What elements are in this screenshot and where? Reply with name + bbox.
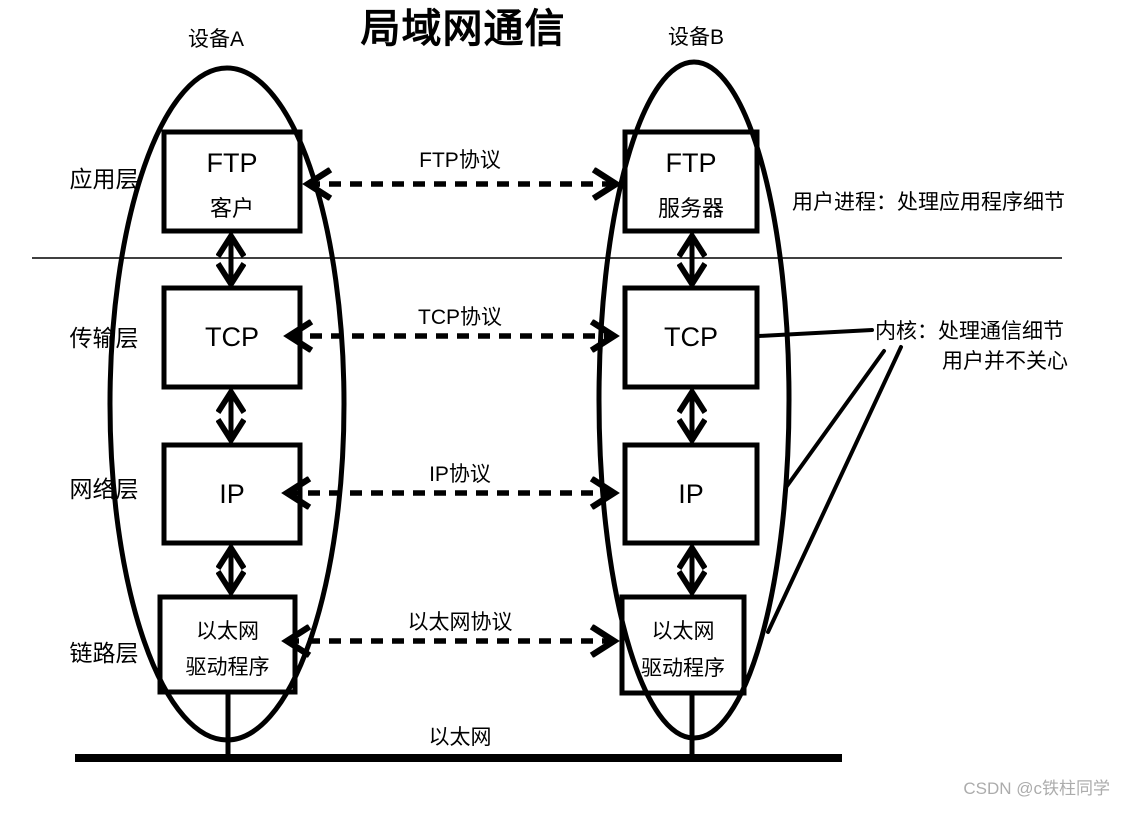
device-a-label: 设备A <box>187 28 244 51</box>
user-process-annotation: 用户进程：处理应用程序细节 <box>792 191 1065 214</box>
device-a-app-line2: 客户 <box>209 196 254 221</box>
kernel-pointer-line-link <box>766 345 903 634</box>
kernel-pointer-line-tcp <box>757 328 874 338</box>
device-b-link-line1: 以太网 <box>651 620 715 643</box>
protocol-label-tcp: TCP协议 <box>418 306 502 329</box>
ethernet-medium-label: 以太网 <box>428 726 492 749</box>
device-b-ftp-server-text: FTP 服务器 <box>625 132 757 231</box>
layer-label-network: 网络层 <box>69 476 139 502</box>
kernel-annotation-line2: 用户并不关心 <box>942 350 1068 373</box>
csdn-watermark: CSDN @c铁柱同学 <box>963 779 1110 798</box>
device-b-ip-text: IP <box>625 445 757 543</box>
device-a-tcp-text: TCP <box>164 288 300 387</box>
device-b-tcp-text: TCP <box>625 288 757 387</box>
protocol-label-ip: IP协议 <box>429 463 491 486</box>
device-a-ip-text: IP <box>164 445 300 543</box>
device-a-ftp-client-text: FTP 客户 <box>164 132 300 231</box>
device-b-ethernet-driver-text: 以太网 驱动程序 <box>622 597 744 693</box>
layer-label-transport: 传输层 <box>69 325 139 351</box>
device-a-link-line1: 以太网 <box>196 620 259 643</box>
layer-label-link: 链路层 <box>69 640 139 666</box>
device-b-ip-label: IP <box>678 478 704 509</box>
device-b-app-line1: FTP <box>665 148 717 178</box>
diagram-title: 局域网通信 <box>360 7 566 51</box>
device-b-link-line2: 驱动程序 <box>641 657 725 680</box>
device-b-app-line2: 服务器 <box>657 196 724 221</box>
protocol-label-ethernet: 以太网协议 <box>407 611 513 634</box>
protocol-label-ftp: FTP协议 <box>419 149 501 172</box>
device-a-ip-label: IP <box>219 478 245 509</box>
kernel-annotation-line1: 内核：处理通信细节 <box>875 320 1064 343</box>
kernel-pointer-line-ip <box>785 349 886 488</box>
device-b-label: 设备B <box>667 26 724 49</box>
device-a-link-line2: 驱动程序 <box>185 656 270 679</box>
device-a-app-line1: FTP <box>206 148 258 178</box>
device-b-tcp-label: TCP <box>664 322 718 352</box>
device-a-ethernet-driver-text: 以太网 驱动程序 <box>160 597 295 692</box>
layer-label-application: 应用层 <box>69 166 139 192</box>
device-a-tcp-label: TCP <box>205 322 259 352</box>
